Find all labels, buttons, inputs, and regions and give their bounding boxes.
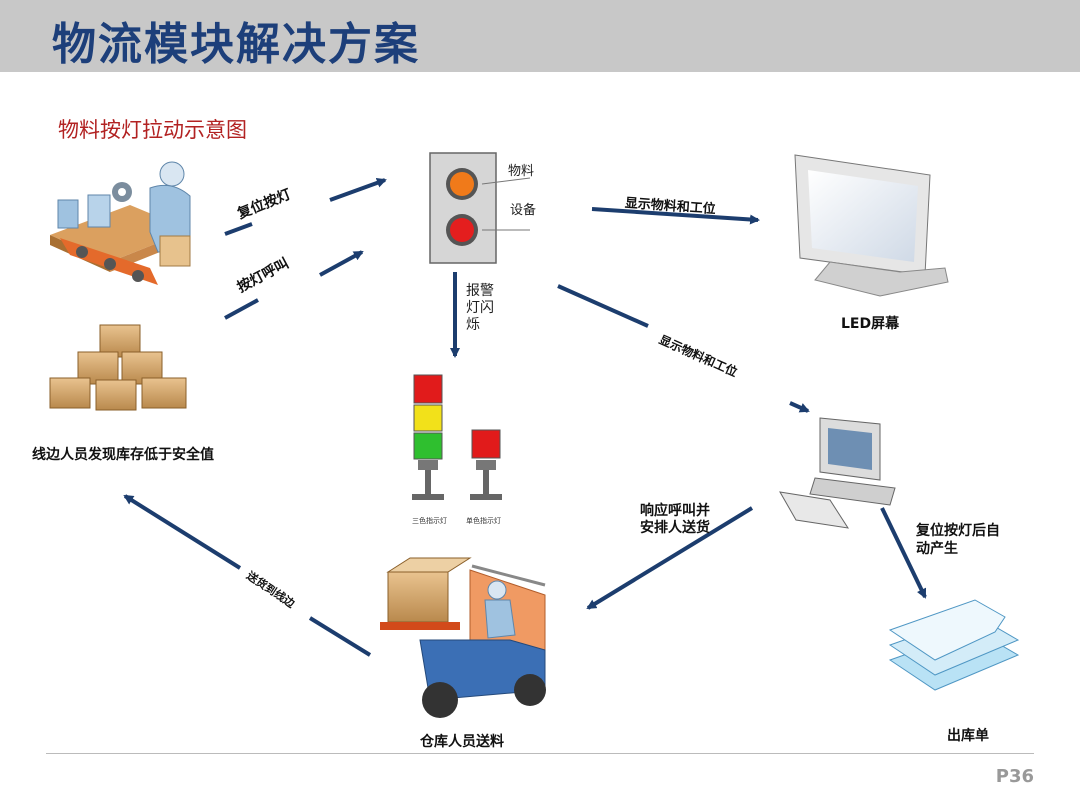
page-title: 物流模块解决方案 [52, 19, 420, 70]
edge-label-respond-line1: 响应呼叫并 [640, 503, 710, 519]
footer-divider [46, 753, 1034, 754]
panel-label-equipment: 设备 [510, 203, 537, 218]
led-monitor-icon [794, 154, 949, 297]
computer-icon [779, 417, 896, 529]
edge-label-auto-line1: 复位按灯后自 [916, 523, 1000, 539]
page-number: P36 [995, 766, 1034, 787]
edge-label-alarm-flash: 报警 灯闪 烁 [466, 283, 494, 333]
node-label-led-screen: LED屏幕 [841, 316, 900, 332]
forklift-icon [380, 557, 546, 718]
edge-label-respond-line2: 安排人送货 [640, 520, 710, 536]
boxes-icon [49, 324, 187, 411]
node-label-line-worker: 线边人员发现库存低于安全值 [32, 447, 214, 463]
node-label-delivery-note: 出库单 [947, 728, 989, 744]
node-label-warehouse: 仓库人员送料 [420, 734, 504, 750]
andon-button-panel [429, 152, 531, 264]
node-label-three-color-light: 三色指示灯 [412, 517, 447, 525]
assembly-worker-icon [50, 161, 191, 285]
node-label-single-color-light: 单色指示灯 [466, 517, 501, 525]
connector-arrows [123, 178, 927, 657]
three-color-stack-light-icon [412, 374, 444, 500]
diagram-subtitle: 物料按灯拉动示意图 [58, 118, 247, 142]
single-color-stack-light-icon [470, 429, 502, 500]
header-bar: 物流模块解决方案 [0, 0, 1080, 72]
delivery-note-icon [888, 599, 1020, 691]
panel-label-material: 物料 [508, 164, 535, 179]
edge-label-auto-line2: 动产生 [916, 541, 958, 557]
